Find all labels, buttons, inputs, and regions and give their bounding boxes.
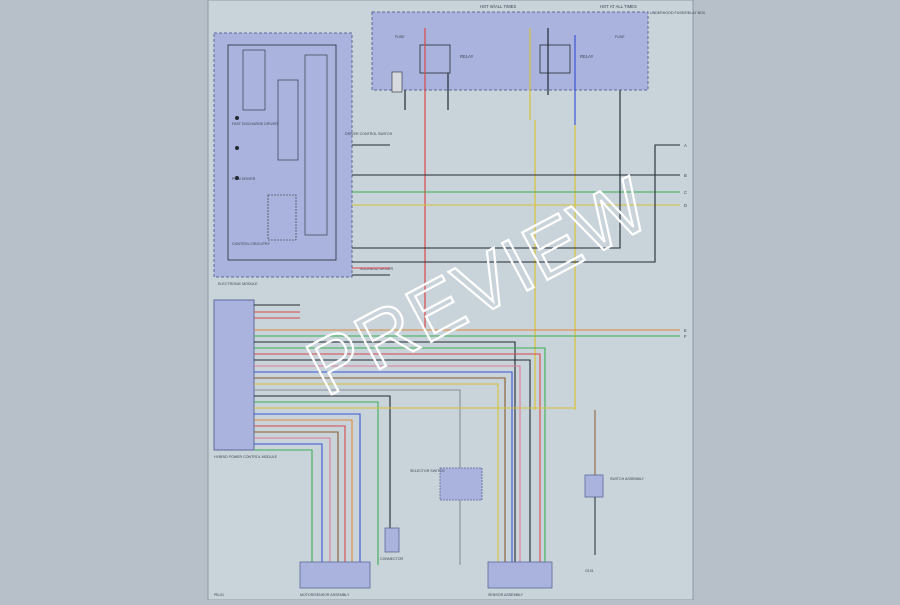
fuse-box-side-label: UNDERHOOD FUSE/RELAY BOX bbox=[650, 11, 706, 15]
connector-label: CONNECTOR bbox=[380, 557, 403, 561]
right-terminals: A B C D E F bbox=[684, 143, 687, 339]
terminal-b: B bbox=[684, 173, 687, 178]
selector-switch-label: SELECTOR SWITCH bbox=[410, 469, 445, 473]
left-module-inner-a: FAST DISCHARGE DRIVER bbox=[232, 122, 278, 126]
left-module: ELECTRONIC MODULE FAST DISCHARGE DRIVER … bbox=[213, 32, 394, 286]
terminal-d: D bbox=[684, 203, 687, 208]
module-out-wires bbox=[352, 90, 680, 276]
left-module-side-b: SOLENOID DRIVER bbox=[360, 267, 394, 271]
bottom-components: MOTOR/SENSOR ASSEMBLY CONNECTOR SELECTOR… bbox=[214, 410, 645, 597]
fuse-a-label: FUSE bbox=[395, 35, 405, 39]
left-module-inner-b: PWM DRIVER bbox=[232, 177, 256, 181]
terminal-f: F bbox=[684, 334, 687, 339]
actuator-label: MOTOR/SENSOR ASSEMBLY bbox=[300, 593, 350, 597]
fuse-box-label-right: HOT AT ALL TIMES bbox=[600, 4, 637, 9]
left-module-label: ELECTRONIC MODULE bbox=[218, 282, 258, 286]
page-number: PB-01 bbox=[214, 593, 224, 597]
right-switch-label: SWITCH ASSEMBLY bbox=[610, 477, 645, 481]
terminal-c: C bbox=[684, 190, 687, 195]
terminal-a: A bbox=[684, 143, 687, 148]
relay-left-label: RELAY bbox=[460, 54, 474, 59]
ground-label: G101 bbox=[585, 569, 594, 573]
left-module-inner-c: CONTROL CIRCUITRY bbox=[232, 242, 271, 246]
relay-right-label: RELAY bbox=[580, 54, 594, 59]
lower-module-label: HYBRID POWER CONTROL MODULE bbox=[214, 455, 278, 459]
left-module-side-a: DRIVER CONTROL SWITCH bbox=[345, 132, 393, 136]
top-wires bbox=[404, 28, 576, 410]
sensor-label: SENSOR ASSEMBLY bbox=[488, 593, 524, 597]
fuse-relay-box: HOT W/ALL TIMES HOT AT ALL TIMES UNDERHO… bbox=[371, 4, 706, 93]
lower-wires bbox=[254, 304, 680, 565]
fuse-b-label: FUSE bbox=[615, 35, 625, 39]
lower-module: HYBRID POWER CONTROL MODULE bbox=[213, 299, 278, 459]
fuse-box-label-left: HOT W/ALL TIMES bbox=[480, 4, 516, 9]
terminal-e: E bbox=[684, 328, 687, 333]
